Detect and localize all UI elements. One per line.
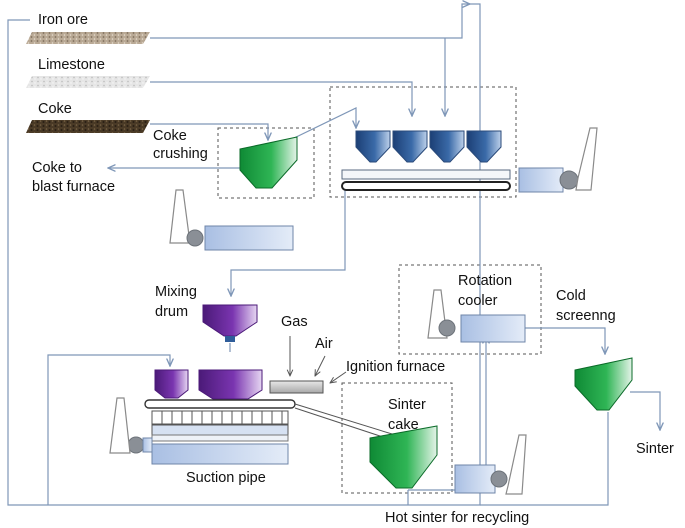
sinter-strand <box>144 399 393 442</box>
flow-to-mixing <box>231 190 346 296</box>
label-cold-2: screenng <box>556 308 616 324</box>
label-hot-sinter: Hot sinter for recycling <box>385 510 529 526</box>
flow-to-sinter <box>630 391 660 430</box>
hopper-small <box>154 369 189 399</box>
label-suction-pipe: Suction pipe <box>186 470 266 486</box>
suction-pipe <box>151 443 289 465</box>
bin-fan <box>559 170 579 190</box>
rotation-cooler <box>460 314 526 343</box>
flow-limestone <box>150 81 412 116</box>
bin-duct <box>518 167 564 193</box>
air-arrow <box>315 355 326 376</box>
crusher-duct <box>454 464 496 494</box>
rotation-cooler-box <box>398 264 542 355</box>
label-coke-blast-1: Coke to <box>32 160 82 176</box>
coke-pile <box>26 120 150 133</box>
coke-crushing-box <box>217 127 315 199</box>
suction-stack <box>109 397 131 454</box>
label-cold-1: Cold <box>556 288 586 304</box>
label-sinter-cake-1: Sinter <box>388 397 426 413</box>
limestone-pile <box>26 76 150 88</box>
ignition-furnace <box>269 380 324 394</box>
flow-iron-ore <box>7 3 481 506</box>
sinter-crusher-box <box>341 382 453 494</box>
suction-fan <box>127 436 145 454</box>
bin-conveyor <box>341 169 511 180</box>
flow-left-loop <box>47 354 170 505</box>
label-mixing-2: drum <box>155 304 188 320</box>
cooler-fan <box>438 319 456 337</box>
bin-stack <box>575 127 598 191</box>
mixing-drum-outlet <box>225 336 235 342</box>
label-rotation-1: Rotation <box>458 273 512 289</box>
suction-duct <box>142 437 153 453</box>
label-sinter-cake-2: cake <box>388 417 419 433</box>
label-mixing-1: Mixing <box>155 284 197 300</box>
label-gas: Gas <box>281 314 308 330</box>
label-ignition-furnace: Ignition furnace <box>346 359 445 375</box>
label-coke-crushing-2: crushing <box>153 146 208 162</box>
flow-screen-recycle <box>480 412 609 506</box>
sinter-crusher <box>369 425 438 489</box>
coke-fan <box>186 229 204 247</box>
label-sinter: Sinter <box>636 441 674 457</box>
bin-conveyor-box <box>329 86 517 198</box>
crusher-stack <box>505 434 527 495</box>
label-rotation-2: cooler <box>458 293 498 309</box>
iron-ore-pile <box>26 32 150 44</box>
label-coke-crushing-1: Coke <box>153 128 187 144</box>
mixing-drum <box>202 304 258 337</box>
flow-crushed-coke <box>289 107 356 141</box>
cold-screen-crusher <box>574 357 633 411</box>
bin-belt <box>341 181 511 191</box>
coke-duct <box>204 225 294 251</box>
label-coke: Coke <box>38 101 72 117</box>
label-limestone: Limestone <box>38 57 105 73</box>
hopper-large <box>198 369 263 400</box>
coke-stack <box>169 189 191 244</box>
label-coke-blast-2: blast furnace <box>32 179 115 195</box>
ignition-arrow <box>330 371 347 383</box>
coke-crusher <box>239 136 298 189</box>
crusher-fan <box>490 470 508 488</box>
label-air: Air <box>315 336 333 352</box>
ore-bins <box>355 130 502 163</box>
flow-coke <box>150 123 268 140</box>
flow-cold-screen <box>525 327 605 354</box>
label-iron-ore: Iron ore <box>38 12 88 28</box>
